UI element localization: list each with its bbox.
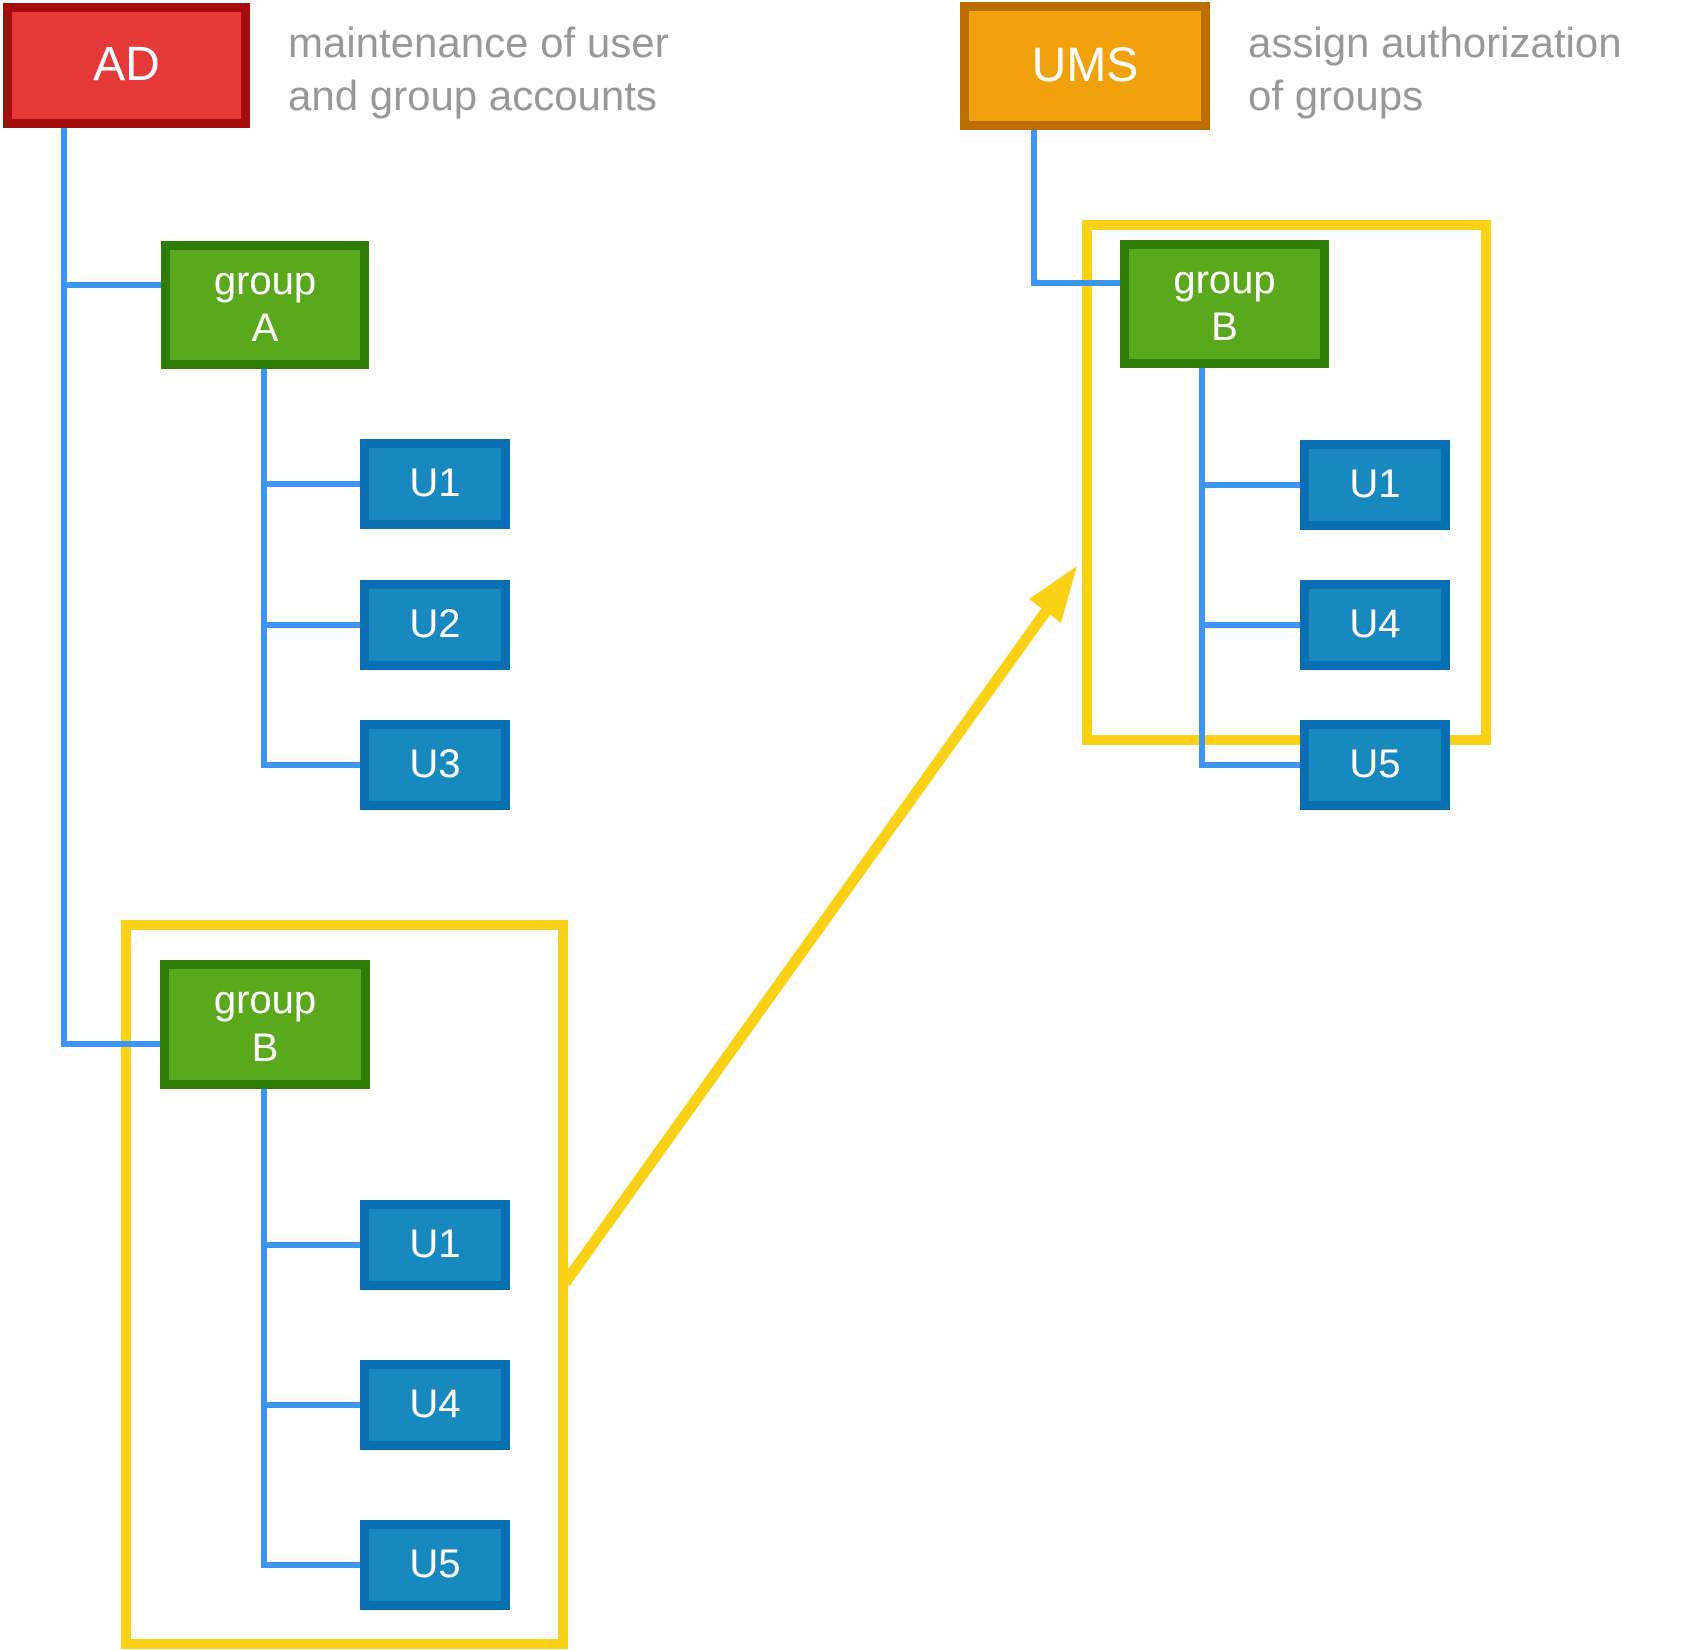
connector-group-b-left-to-u5: [261, 1562, 360, 1568]
connector-group-a-trunk: [261, 369, 267, 768]
user-box-group-a-u1: U1: [360, 439, 510, 529]
group-b-right-label-line1: group: [1173, 257, 1276, 302]
connector-group-a-to-u1: [261, 481, 360, 487]
connector-group-b-left-trunk: [261, 1089, 267, 1568]
user-label: U5: [409, 1542, 461, 1587]
group-b-container-ad-side: [121, 920, 568, 1649]
connector-ad-to-group-a: [61, 282, 161, 288]
connector-group-b-right-to-u4: [1199, 622, 1300, 628]
user-label: U4: [1349, 602, 1401, 647]
user-box-group-b-right-u5: U5: [1300, 720, 1450, 810]
user-label: U4: [409, 1382, 461, 1427]
connector-group-b-left-to-u4: [261, 1402, 360, 1408]
connector-ad-trunk: [61, 128, 67, 1047]
group-b-box-ad-side: group B: [160, 960, 370, 1089]
ad-annotation-line1: maintenance of user: [288, 19, 669, 66]
ad-label: AD: [93, 38, 160, 92]
group-a-label-line2: A: [251, 306, 279, 350]
user-box-group-b-left-u5: U5: [360, 1520, 510, 1610]
user-label: U1: [1349, 462, 1401, 507]
ums-annotation: assign authorization of groups: [1248, 16, 1622, 122]
user-label: U5: [1349, 742, 1401, 787]
user-label: U1: [409, 461, 461, 506]
ums-annotation-line2: of groups: [1248, 72, 1424, 119]
user-label: U1: [409, 1222, 461, 1267]
user-box-group-b-left-u1: U1: [360, 1200, 510, 1290]
user-box-group-b-right-u1: U1: [1300, 440, 1450, 530]
connector-group-b-left-to-u1: [261, 1242, 360, 1248]
ad-annotation: maintenance of user and group accounts: [288, 16, 669, 122]
user-label: U2: [409, 602, 461, 647]
user-box-group-a-u2: U2: [360, 580, 510, 670]
user-box-group-a-u3: U3: [360, 720, 510, 810]
group-b-container-ums-side: [1082, 220, 1491, 745]
group-b-left-label-line2: B: [251, 1025, 279, 1070]
group-b-right-label-line2: B: [1211, 305, 1238, 349]
connector-ad-to-group-b: [61, 1041, 160, 1047]
connector-ums-trunk: [1031, 130, 1037, 286]
user-box-group-b-right-u4: U4: [1300, 580, 1450, 670]
group-b-left-label-line1: group: [213, 978, 317, 1023]
group-b-box-ums-side: group B: [1120, 240, 1329, 368]
connector-group-a-to-u3: [261, 762, 360, 768]
connector-group-b-right-to-u1: [1199, 482, 1300, 488]
ums-label: UMS: [1031, 38, 1139, 92]
connector-group-a-to-u2: [261, 622, 360, 628]
connector-group-b-right-trunk: [1199, 368, 1205, 768]
ad-annotation-line2: and group accounts: [288, 72, 657, 119]
ums-system-box: UMS: [960, 2, 1210, 130]
user-box-group-b-left-u4: U4: [360, 1360, 510, 1450]
connector-group-b-right-to-u5: [1199, 762, 1300, 768]
ums-annotation-line1: assign authorization: [1248, 19, 1622, 66]
connector-ums-to-group-b: [1031, 280, 1120, 286]
group-a-label-line1: group: [213, 258, 317, 303]
ad-system-box: AD: [3, 3, 250, 128]
user-label: U3: [409, 742, 461, 787]
group-a-box: group A: [161, 241, 369, 369]
